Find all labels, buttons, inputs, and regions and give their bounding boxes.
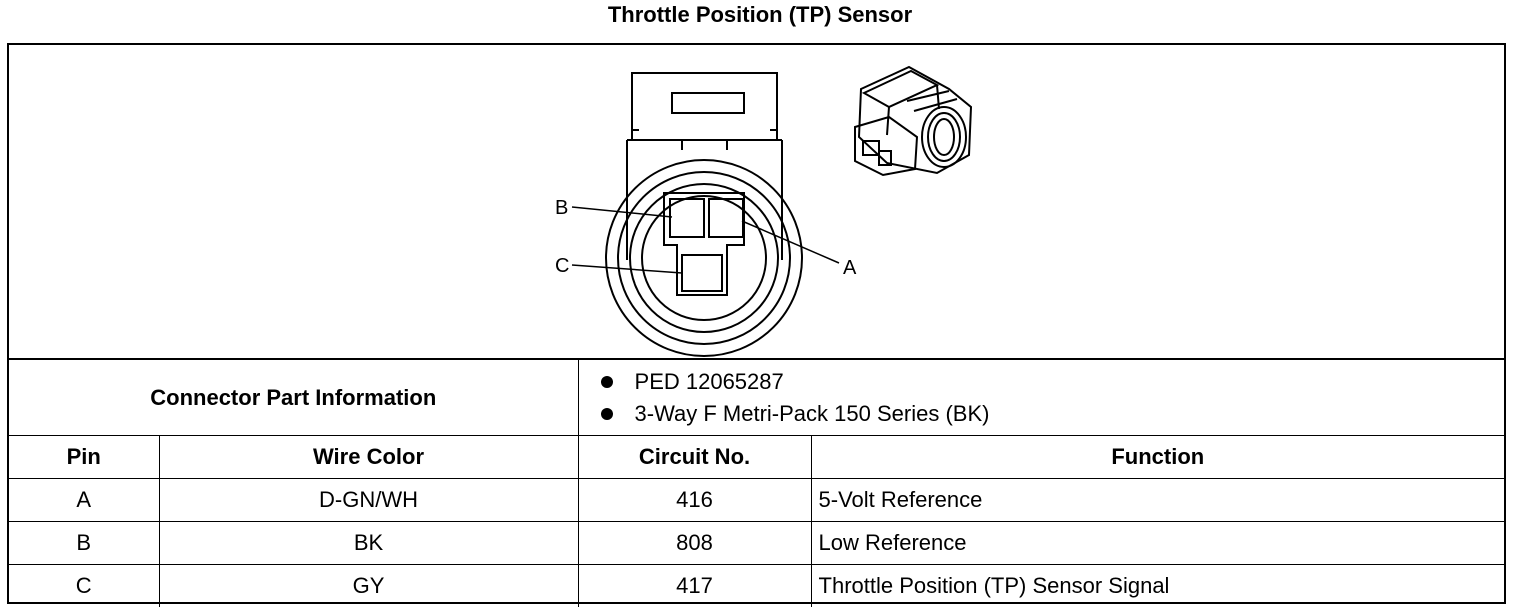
- cell-function: Throttle Position (TP) Sensor Signal: [810, 564, 1505, 607]
- cell-circuit-no: 416: [577, 478, 812, 522]
- connector-diagram: B C A: [9, 45, 1504, 358]
- pin-label-b: B: [555, 197, 568, 219]
- leader-c: [571, 264, 683, 274]
- connector-latch: [631, 72, 778, 141]
- cell-pin: A: [9, 478, 160, 522]
- connector-frame: B C A Connector: [7, 43, 1506, 607]
- leader-b: [571, 206, 673, 218]
- cell-circuit-no: 417: [577, 564, 812, 607]
- header-pin: Pin: [9, 435, 160, 479]
- connector-info-item: PED 12065287: [599, 366, 1505, 398]
- table-header-row: Pin Wire Color Circuit No. Function: [9, 435, 1505, 479]
- connector-info-list: PED 12065287 3-Way F Metri-Pack 150 Seri…: [577, 358, 1505, 436]
- connector-face-view: B C A: [555, 65, 973, 357]
- cavity-c: [681, 254, 723, 292]
- cell-wire-color: BK: [158, 521, 579, 565]
- pin-label-a: A: [843, 257, 857, 279]
- cell-pin: C: [9, 564, 160, 607]
- connector-info-label: Connector Part Information: [9, 358, 579, 436]
- cavity-a: [708, 198, 744, 238]
- cavity-b: [669, 198, 705, 238]
- table-row: B BK 808 Low Reference: [9, 521, 1505, 565]
- connector-info-row: Connector Part Information PED 12065287 …: [9, 358, 1505, 436]
- cell-circuit-no: 808: [577, 521, 812, 565]
- header-function: Function: [810, 435, 1505, 479]
- cell-wire-color: D-GN/WH: [158, 478, 579, 522]
- bullet-icon: [600, 375, 613, 388]
- table-row: C GY 417 Throttle Position (TP) Sensor S…: [9, 564, 1505, 607]
- header-wire-color: Wire Color: [158, 435, 579, 479]
- leader-a: [741, 220, 840, 264]
- connector-latch-window: [671, 92, 745, 114]
- header-circuit-no: Circuit No.: [577, 435, 812, 479]
- cell-function: Low Reference: [810, 521, 1505, 565]
- cell-wire-color: GY: [158, 564, 579, 607]
- connector-isometric-icon: [854, 65, 973, 177]
- cell-pin: B: [9, 521, 160, 565]
- connector-outer-ring: [605, 159, 803, 357]
- pinout-table: Connector Part Information PED 12065287 …: [9, 358, 1505, 607]
- bullet-icon: [600, 407, 613, 420]
- cell-function: 5-Volt Reference: [810, 478, 1505, 522]
- page-title: Throttle Position (TP) Sensor: [607, 2, 913, 27]
- connector-info-item: 3-Way F Metri-Pack 150 Series (BK): [599, 398, 1505, 430]
- pin-label-c: C: [555, 255, 569, 277]
- table-row: A D-GN/WH 416 5-Volt Reference: [9, 478, 1505, 522]
